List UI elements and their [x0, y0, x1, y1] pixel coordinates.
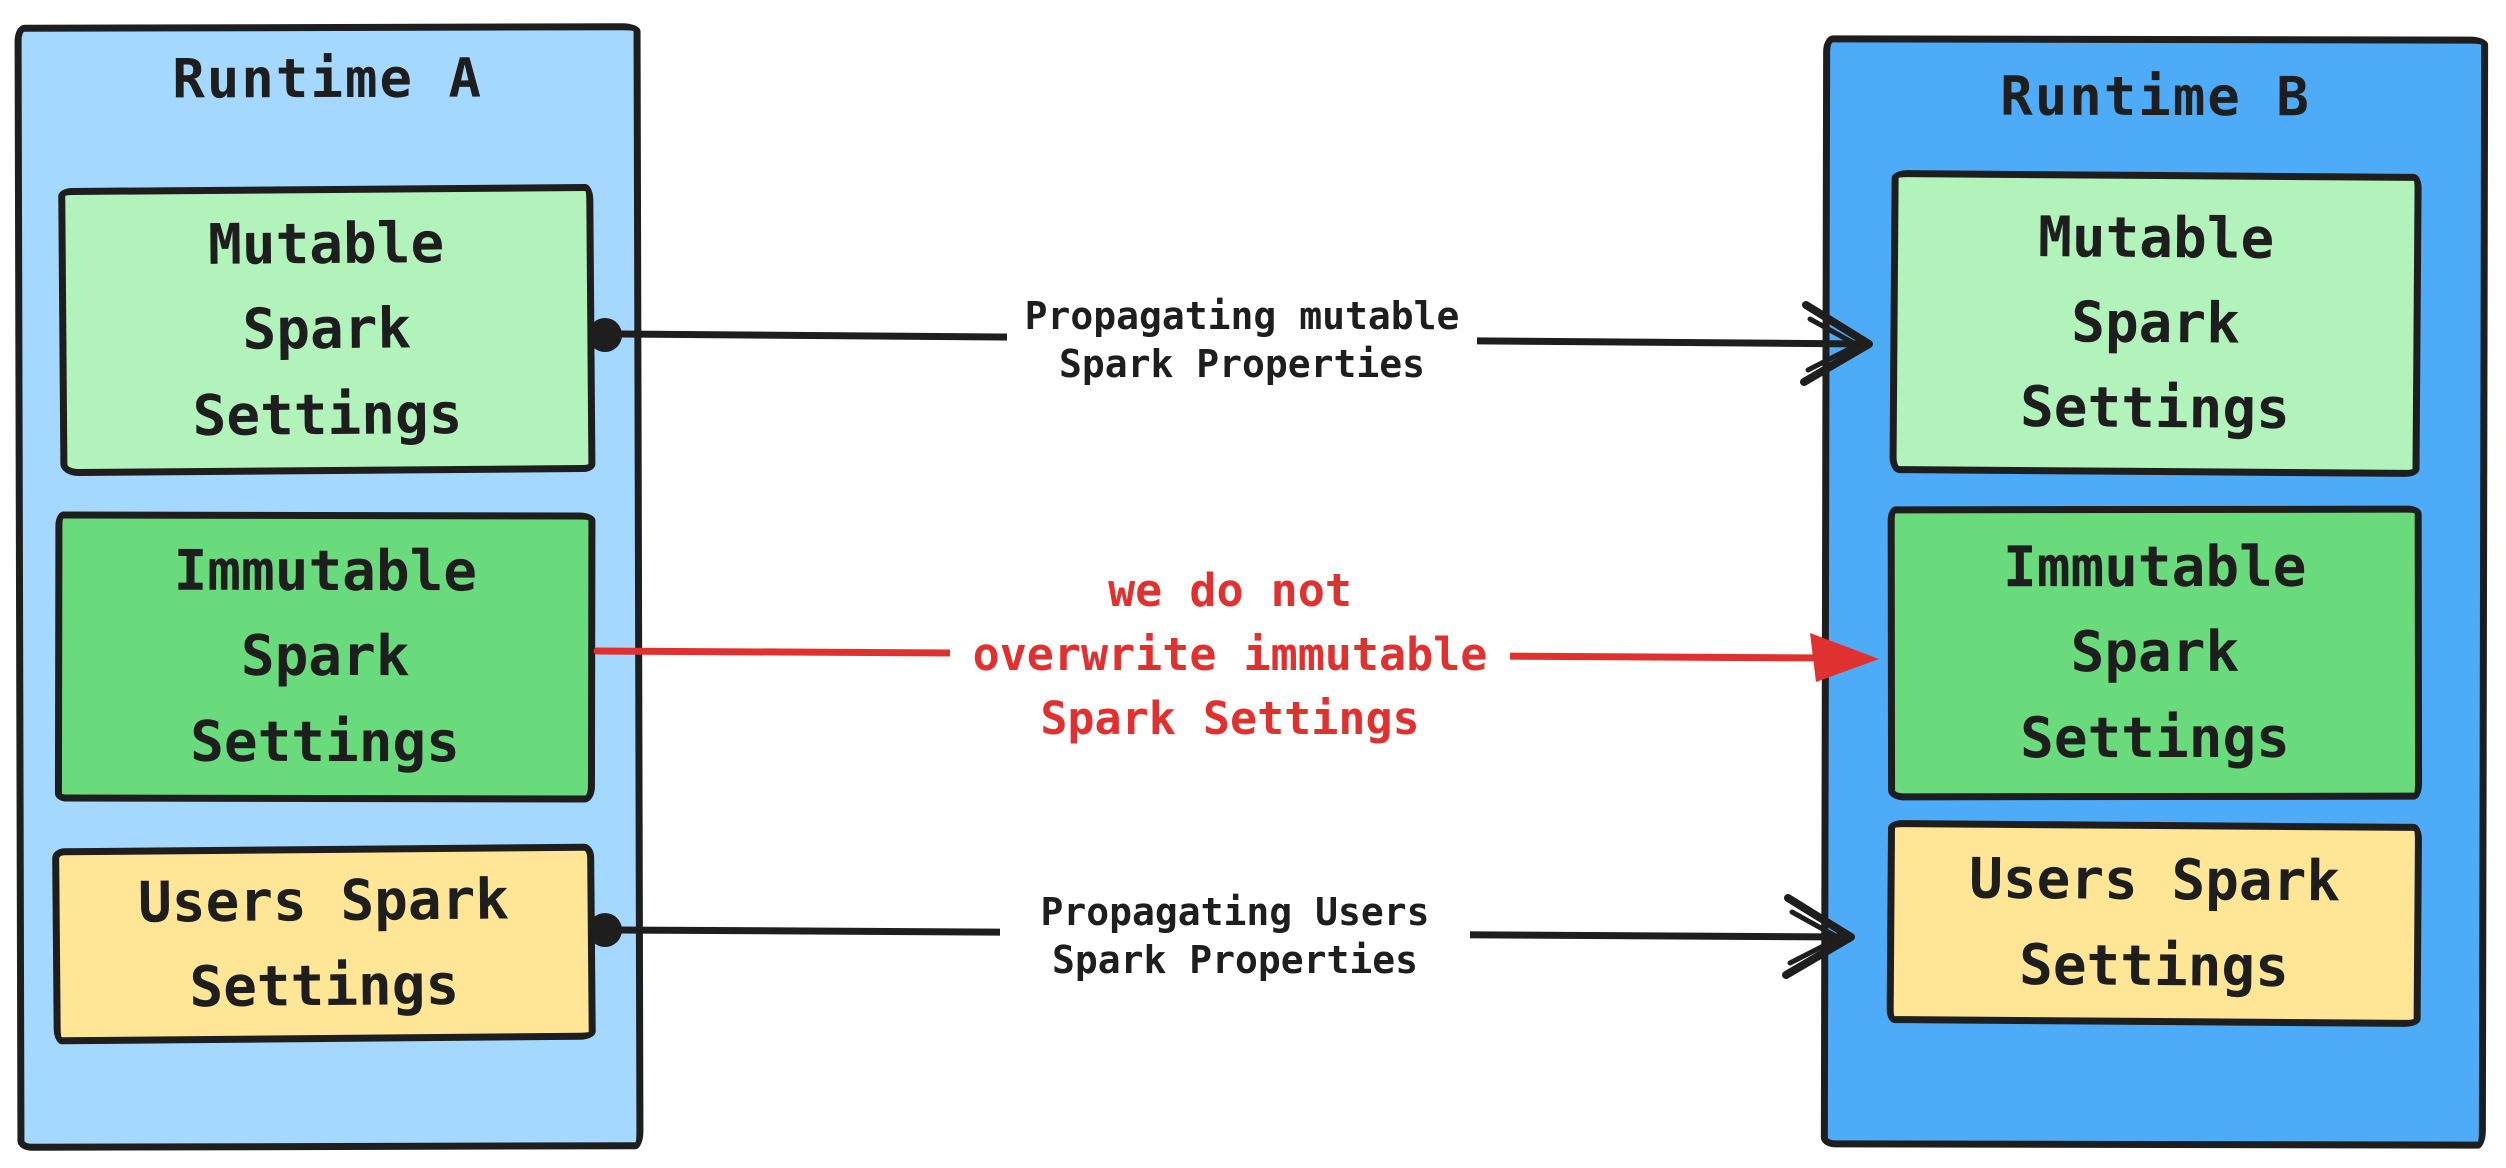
runtime-b-mutable-settings-box: Mutable Spark Settings: [1889, 170, 2422, 477]
arrow-label-users-propagation: Propagating Users Spark Properties: [1000, 888, 1470, 984]
runtime-a-users-settings-label: Users Spark Settings: [137, 867, 510, 1021]
runtime-b-users-settings-box: Users Spark Settings: [1886, 820, 2423, 1027]
runtime-a-immutable-settings-label: Immutable Spark Settings: [173, 539, 478, 775]
runtime-b-mutable-settings-label: Mutable Spark Settings: [2019, 204, 2291, 443]
arrow-label-immutable-no-overwrite: we do not overwrite immutable Spark Sett…: [950, 559, 1510, 751]
runtime-a-container: Runtime A Mutable Spark Settings Immutab…: [14, 23, 644, 1151]
runtime-b-users-settings-label: Users Spark Settings: [1968, 847, 2341, 1000]
runtime-b-immutable-settings-label: Immutable Spark Settings: [2002, 535, 2307, 771]
arrow-label-mutable-propagation: Propagating mutable Spark Properties: [1007, 292, 1477, 388]
runtime-b-title: Runtime B: [2000, 64, 2311, 129]
runtime-a-users-settings-box: Users Spark Settings: [52, 843, 596, 1045]
runtime-b-container: Runtime B Mutable Spark Settings Immutab…: [1820, 35, 2489, 1149]
runtime-a-mutable-settings-box: Mutable Spark Settings: [58, 183, 596, 477]
runtime-b-immutable-settings-box: Immutable Spark Settings: [1887, 505, 2423, 801]
runtime-a-mutable-settings-label: Mutable Spark Settings: [192, 211, 463, 449]
runtime-a-title: Runtime A: [172, 46, 484, 111]
runtime-a-immutable-settings-box: Immutable Spark Settings: [54, 511, 596, 803]
